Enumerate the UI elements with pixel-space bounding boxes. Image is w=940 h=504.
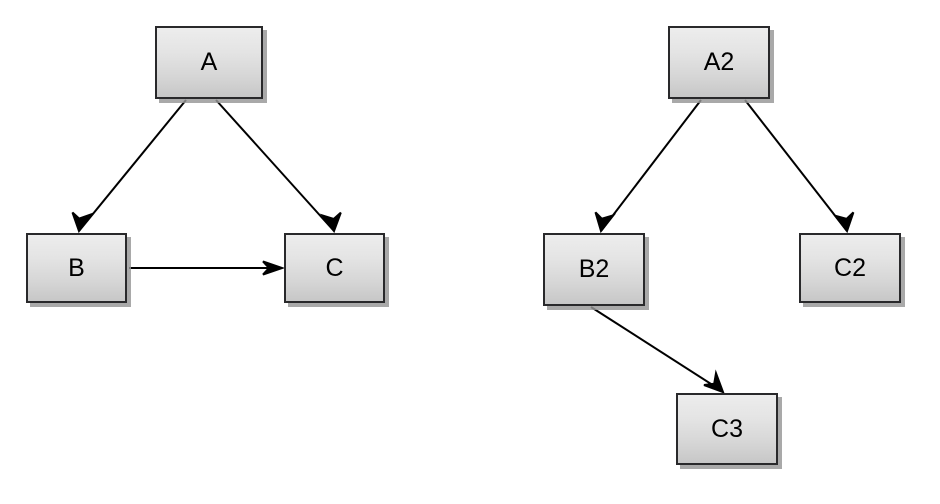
node-a[interactable]: A [155,26,263,99]
node-c[interactable]: C [284,233,385,303]
node-c-label: C [325,253,344,282]
node-c3[interactable]: C3 [676,393,778,465]
node-b[interactable]: B [26,233,127,303]
node-c2-label: C2 [834,253,866,282]
node-b2-label: B2 [578,255,610,283]
node-c3-label: C3 [711,414,743,443]
node-b-label: B [68,253,85,282]
node-a-label: A [200,48,218,76]
node-a2-label: A2 [703,48,735,76]
node-b2[interactable]: B2 [543,233,645,306]
node-c2[interactable]: C2 [799,233,901,303]
node-a2[interactable]: A2 [668,26,770,99]
